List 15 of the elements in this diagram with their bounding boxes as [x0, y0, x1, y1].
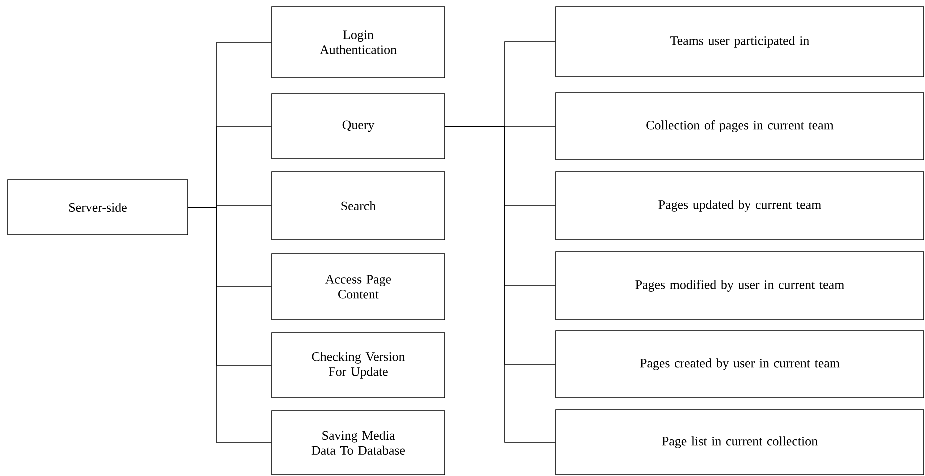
connector-line: [445, 126, 556, 443]
box: Teams user participated in: [556, 6, 924, 78]
box: Access Page Content: [272, 254, 446, 320]
box: Saving Media Data To Database: [272, 410, 446, 476]
box: Search: [272, 172, 446, 240]
box: Checking Version For Update: [272, 332, 446, 398]
box: Pages created by user in current team: [556, 330, 924, 398]
box: Collection of pages in current team: [556, 92, 924, 160]
box: Query: [272, 94, 446, 160]
box: Pages updated by current team: [556, 172, 924, 240]
connector-line: [188, 207, 272, 444]
box: Page list in current collection: [556, 410, 924, 476]
box: Pages modified by user in current team: [556, 252, 924, 320]
box: Server-side: [8, 180, 188, 236]
box: Login Authentication: [272, 6, 446, 78]
